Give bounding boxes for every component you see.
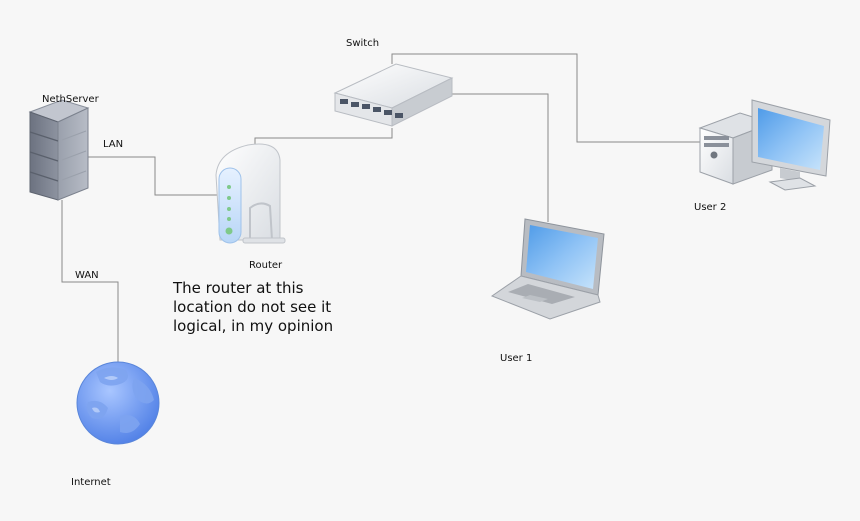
router-annotation: The router at this location do not see i… bbox=[173, 279, 333, 336]
laptop-icon bbox=[490, 218, 605, 320]
router-label: Router bbox=[249, 260, 283, 271]
internet-label: Internet bbox=[71, 477, 111, 488]
lan-link bbox=[62, 156, 218, 196]
router-icon bbox=[215, 143, 286, 244]
user1-label: User 1 bbox=[500, 353, 533, 364]
globe-icon bbox=[76, 361, 160, 445]
switch-user1-link bbox=[452, 93, 549, 222]
nethserver-label: NethServer bbox=[42, 94, 99, 105]
server-icon bbox=[28, 99, 90, 201]
switch-user2-link bbox=[391, 53, 700, 143]
switch-icon bbox=[333, 63, 454, 127]
lan-label: LAN bbox=[103, 139, 124, 150]
annotation-line-1: The router at this bbox=[173, 279, 304, 297]
switch-label: Switch bbox=[346, 38, 380, 49]
wan-link bbox=[61, 200, 119, 365]
wan-label: WAN bbox=[75, 270, 99, 281]
router-switch-link bbox=[254, 128, 393, 152]
annotation-line-2: location do not see it bbox=[173, 298, 332, 316]
user2-label: User 2 bbox=[694, 202, 727, 213]
annotation-line-3: logical, in my opinion bbox=[173, 317, 334, 335]
desktop-icon bbox=[698, 99, 831, 191]
